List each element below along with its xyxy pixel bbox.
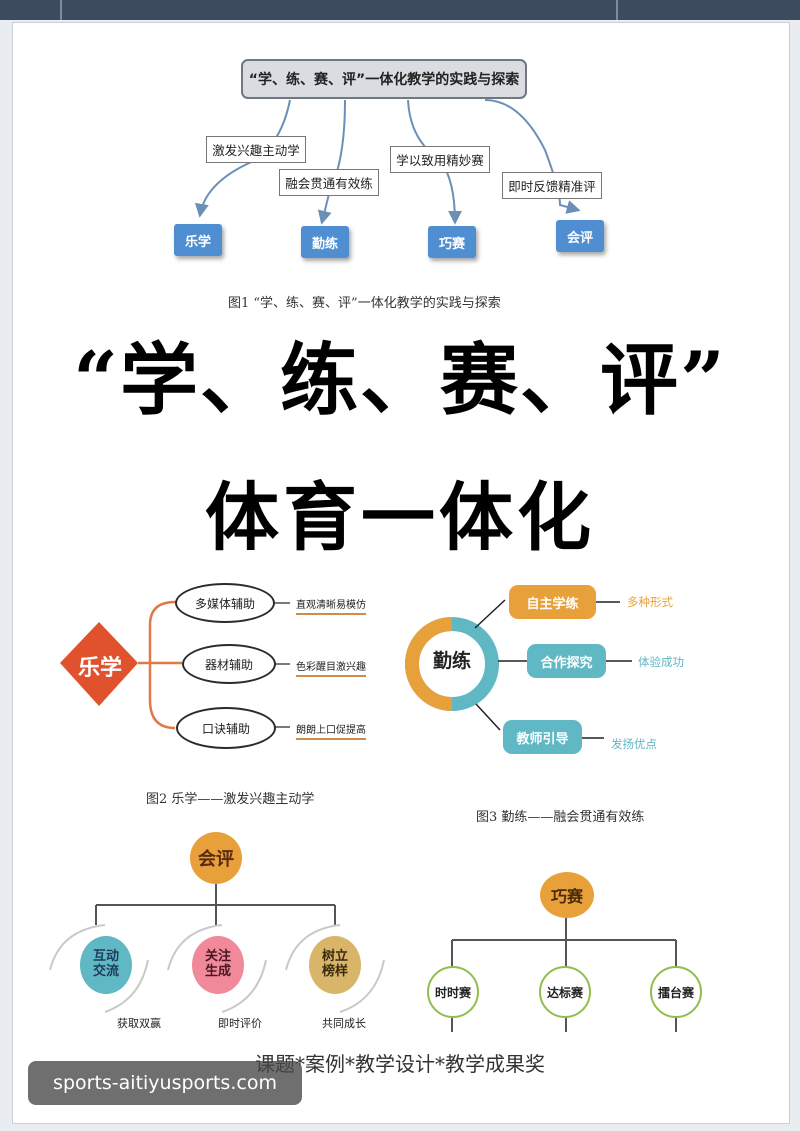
fig4-root-huiping: 会评 (190, 832, 242, 884)
headline-line2: 体育一体化 (205, 475, 595, 561)
fig1-node-lexue: 乐学 (174, 224, 222, 256)
fig2-branch-multimedia: 多媒体辅助 (175, 583, 275, 623)
fig2-center-label: 乐学 (78, 656, 123, 681)
fig4-node-interact-line2: 交流 (92, 964, 119, 979)
fig4-node-model: 树立 榜样 (309, 936, 361, 994)
fig4-node-model-line1: 树立 (321, 949, 348, 965)
fig4-note-model: 共同成长 (322, 1017, 366, 1030)
fig5-root-qiaosai: 巧赛 (540, 872, 594, 918)
fig4-node-interact-line1: 互动 (92, 949, 119, 965)
top-bar-divider (60, 0, 62, 20)
top-bar-divider (616, 0, 618, 20)
fig2-note-equipment: 色彩醒目激兴趣 (296, 658, 366, 677)
fig5-node-anytime: 时时赛 (427, 966, 479, 1018)
fig1-node-qiaosai: 巧赛 (428, 226, 476, 258)
fig2-leader-lines (274, 602, 290, 728)
fig1-title-box: “学、练、赛、评”一体化教学的实践与探索 (241, 59, 527, 99)
fig1-node-qinlian: 勤练 (301, 226, 349, 258)
fig2-bracket (138, 600, 182, 730)
fig1-node-huiping: 会评 (556, 220, 604, 252)
fig1-label-interest: 激发兴趣主动学 (206, 136, 306, 163)
fig2-branch-equipment: 器材辅助 (182, 644, 276, 684)
fig4-node-interact: 互动 交流 (80, 936, 132, 994)
fig4-tree-lines (95, 884, 336, 925)
fig3-branch-self: 自主学练 (509, 585, 596, 619)
fig1-caption: 图1 “学、练、赛、评”一体化教学的实践与探索 (228, 296, 501, 311)
fig4-note-focus: 即时评价 (218, 1017, 262, 1030)
fig3-note-self: 多种形式 (627, 595, 673, 609)
fig3-caption: 图3 勤练——融会贯通有效练 (476, 810, 645, 825)
fig4-node-focus-line2: 生成 (204, 964, 231, 979)
fig2-note-rhyme: 朗朗上口促提高 (296, 721, 366, 740)
fig4-node-focus: 关注 生成 (192, 936, 244, 994)
top-bar (0, 0, 800, 20)
fig1-label-compete: 学以致用精妙赛 (390, 146, 490, 173)
footer-text: 课题*案例*教学设计*教学成果奖 (255, 1052, 545, 1076)
fig2-caption: 图2 乐学——激发兴趣主动学 (146, 792, 315, 807)
fig4-node-focus-line1: 关注 (204, 949, 231, 965)
fig3-spokes (474, 599, 632, 739)
watermark-badge: sports-aitiyusports.com (28, 1061, 302, 1105)
fig3-branch-teacher: 教师引导 (503, 720, 582, 754)
fig4-swooshes (49, 924, 385, 1013)
fig5-tree-lines (451, 916, 677, 1032)
fig2-note-multimedia: 直观清晰易模仿 (296, 596, 366, 615)
fig5-node-arena: 擂台赛 (650, 966, 702, 1018)
fig1-label-evaluate: 即时反馈精准评 (502, 172, 602, 199)
fig3-note-cooperate: 体验成功 (638, 655, 684, 669)
fig3-branch-cooperate: 合作探究 (527, 644, 606, 678)
fig4-node-model-line2: 榜样 (321, 964, 348, 979)
fig2-branch-rhyme: 口诀辅助 (176, 707, 276, 749)
fig5-node-standard: 达标赛 (539, 966, 591, 1018)
headline-line1: “学、练、赛、评” (73, 335, 727, 426)
fig3-note-teacher: 发扬优点 (611, 737, 657, 751)
fig3-ring (405, 617, 499, 711)
fig3-center-label: 勤练 (432, 650, 471, 672)
fig4-note-interact: 获取双赢 (117, 1017, 161, 1030)
fig1-label-practice: 融会贯通有效练 (279, 169, 379, 196)
fig2-diamond (60, 622, 138, 706)
